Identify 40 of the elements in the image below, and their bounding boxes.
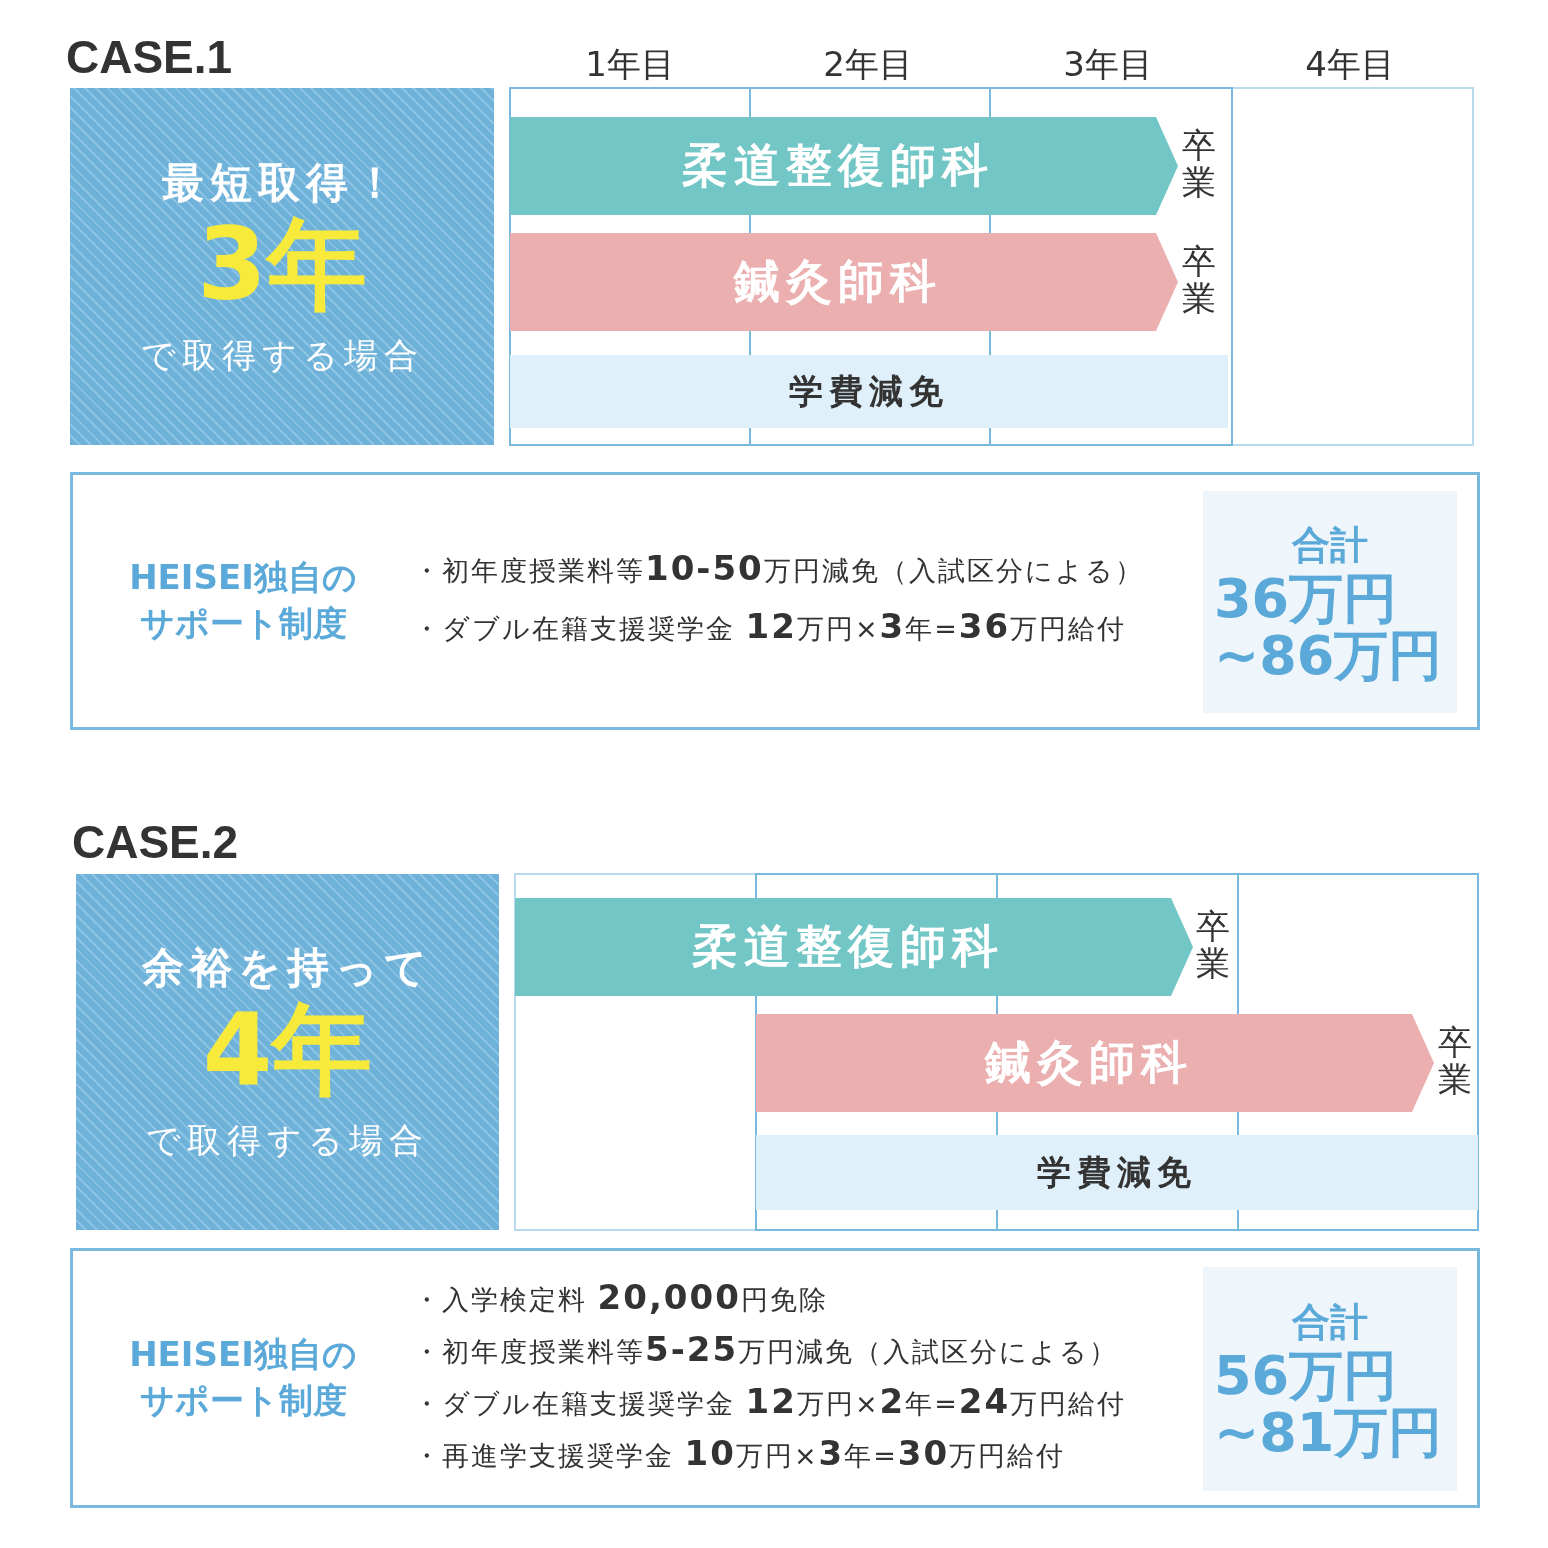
- year-header: 2年目: [822, 43, 914, 86]
- support-item: ・初年度授業料等5-25万円減免（入試区分による）: [413, 1329, 1119, 1370]
- tuition-reduction-band: [756, 1135, 1478, 1210]
- bar-label: 学費減免: [788, 369, 950, 413]
- panel-tagline: 最短取得！: [162, 156, 402, 209]
- year-header: 1年目: [584, 43, 676, 86]
- panel-subtitle: で取得する場合: [146, 1119, 429, 1162]
- total-amount: 36万円~86万円: [1213, 570, 1444, 685]
- total-amount: 56万円~81万円: [1213, 1347, 1444, 1462]
- bar-label: 柔道整復師科: [681, 137, 995, 194]
- duration-text: 4年: [202, 1000, 373, 1100]
- graduation-label: 卒業: [1182, 243, 1216, 318]
- duration-text: 3年: [197, 214, 367, 315]
- case-heading: CASE.1: [66, 30, 233, 84]
- graduation-label: 卒業: [1182, 127, 1216, 202]
- bar-label: 鍼灸師科: [983, 1034, 1194, 1091]
- graduation-label: 卒業: [1196, 908, 1230, 983]
- support-info-box: [70, 472, 1480, 730]
- support-info-box: [70, 1248, 1480, 1508]
- support-item: ・ダブル在籍支援奨学金 12万円×2年=24万円給付: [413, 1381, 1127, 1422]
- case-summary-panel: [76, 874, 499, 1230]
- year-header: 3年目: [1062, 43, 1154, 86]
- support-heading: HEISEI独自のサポート制度: [128, 1333, 358, 1422]
- panel-tagline: 余裕を持って: [142, 942, 433, 994]
- total-label: 合計: [1292, 1298, 1368, 1346]
- tuition-reduction-band: [510, 355, 1228, 428]
- case-heading: CASE.2: [72, 815, 239, 869]
- bar-label: 柔道整復師科: [691, 918, 1005, 975]
- case-summary-panel: [70, 88, 494, 445]
- panel-subtitle: で取得する場合: [140, 333, 424, 377]
- total-label: 合計: [1292, 521, 1368, 569]
- year-header: 4年目: [1304, 43, 1396, 86]
- support-item: ・再進学支援奨学金 10万円×3年=30万円給付: [413, 1433, 1066, 1474]
- support-heading: HEISEI独自のサポート制度: [128, 556, 358, 645]
- bar-label: 鍼灸師科: [732, 253, 943, 310]
- bar-label: 学費減免: [1036, 1150, 1198, 1194]
- graduation-label: 卒業: [1438, 1024, 1472, 1099]
- support-item: ・入学検定料 20,000円免除: [413, 1277, 828, 1318]
- support-item: ・初年度授業料等10-50万円減免（入試区分による）: [413, 548, 1144, 589]
- support-item: ・ダブル在籍支援奨学金 12万円×3年=36万円給付: [413, 606, 1127, 647]
